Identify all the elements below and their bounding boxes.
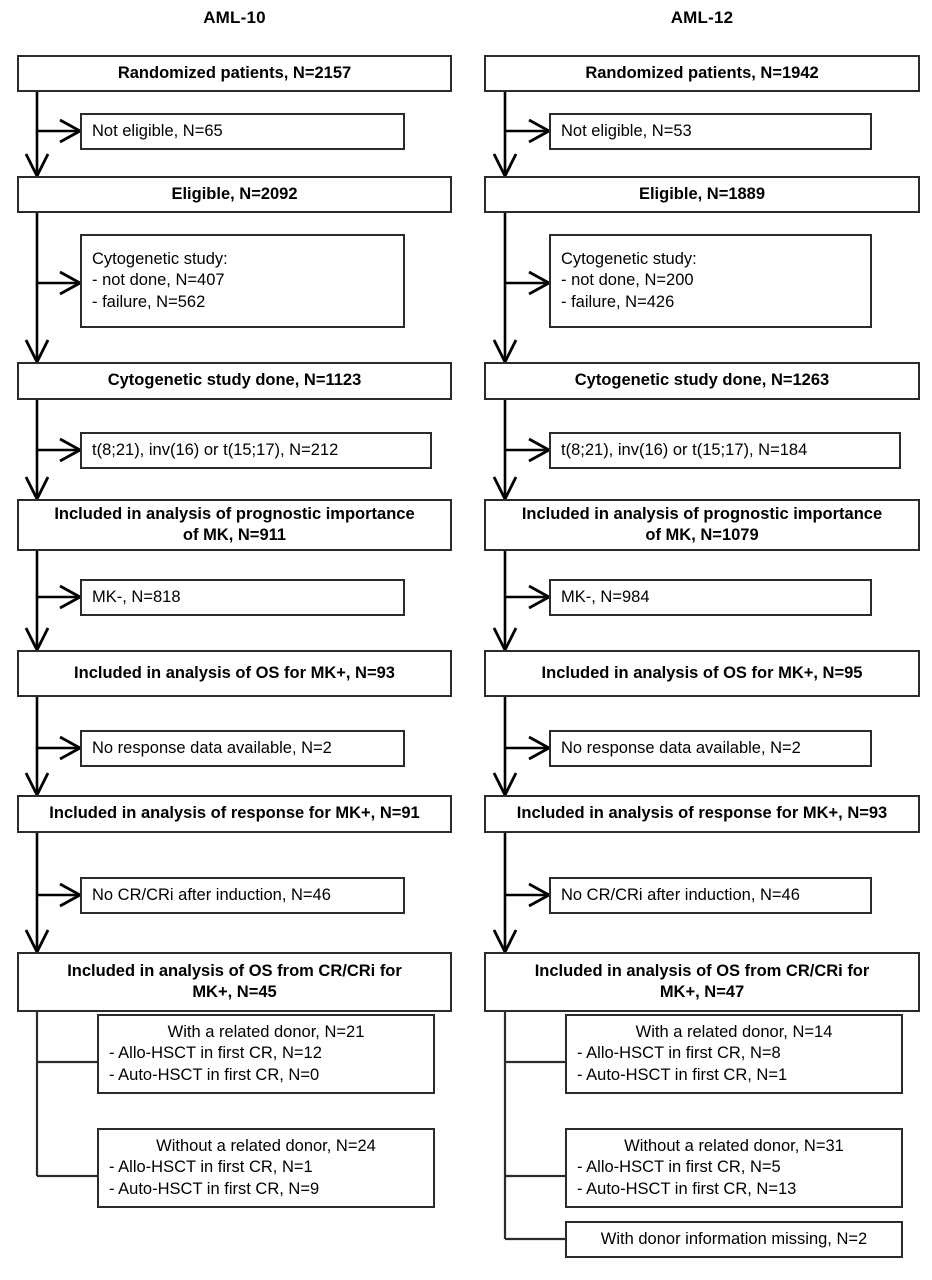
box-line: t(8;21), inv(16) or t(15;17), N=212 — [92, 440, 339, 459]
box-response-mk-plus-aml12: Included in analysis of response for MK+… — [484, 795, 920, 833]
box-no-response-data-aml10: No response data available, N=2 — [80, 730, 405, 767]
box-no-cr-cri-aml10: No CR/CRi after induction, N=46 — [80, 877, 405, 914]
box-with-related-donor-aml10: With a related donor, N=21 - Allo-HSCT i… — [97, 1014, 435, 1094]
box-randomized-aml10: Randomized patients, N=2157 — [17, 55, 452, 92]
box-line: Included in analysis of OS for MK+, N=95 — [541, 663, 863, 682]
box-line: Eligible, N=1889 — [638, 184, 766, 203]
column-title-aml12: AML-12 — [670, 8, 734, 27]
box-line: - not done, N=200 — [561, 271, 694, 290]
box-os-mk-plus-aml10: Included in analysis of OS for MK+, N=93 — [17, 650, 452, 697]
box-no-cr-cri-aml12: No CR/CRi after induction, N=46 — [549, 877, 872, 914]
box-line: - failure, N=562 — [92, 292, 206, 311]
box-line: MK-, N=984 — [561, 587, 650, 606]
box-line: Not eligible, N=53 — [561, 121, 692, 140]
box-line: Included in analysis of response for MK+… — [516, 804, 888, 823]
column-title-aml10: AML-10 — [203, 8, 266, 27]
box-line: Randomized patients, N=2157 — [117, 63, 352, 82]
box-line: Without a related donor, N=31 — [624, 1136, 844, 1155]
box-line: Included in analysis of OS for MK+, N=93 — [74, 663, 395, 682]
box-line: MK+, N=45 — [192, 983, 277, 1001]
box-cytogenetic-done-aml10: Cytogenetic study done, N=1123 — [17, 362, 452, 400]
box-os-from-cr-aml10: Included in analysis of OS from CR/CRi f… — [17, 952, 452, 1012]
box-line: Cytogenetic study: — [92, 249, 228, 268]
box-cytogenetic-excluded-aml12: Cytogenetic study: - not done, N=200 - f… — [549, 234, 872, 328]
box-line: Without a related donor, N=24 — [156, 1136, 376, 1155]
box-line: - Allo-HSCT in first CR, N=1 — [109, 1158, 313, 1177]
box-eligible-aml12: Eligible, N=1889 — [484, 176, 920, 213]
box-prognostic-mk-aml10: Included in analysis of prognostic impor… — [17, 499, 452, 551]
box-os-from-cr-aml12: Included in analysis of OS from CR/CRi f… — [484, 952, 920, 1012]
box-line: Included in analysis of prognostic impor… — [54, 504, 415, 523]
box-mk-negative-aml10: MK-, N=818 — [80, 579, 405, 616]
box-line: - Allo-HSCT in first CR, N=5 — [577, 1158, 781, 1177]
box-line: - Allo-HSCT in first CR, N=8 — [577, 1044, 781, 1063]
box-without-related-donor-aml10: Without a related donor, N=24 - Allo-HSC… — [97, 1128, 435, 1208]
box-no-response-data-aml12: No response data available, N=2 — [549, 730, 872, 767]
box-line: - Auto-HSCT in first CR, N=1 — [577, 1065, 788, 1084]
box-without-related-donor-aml12: Without a related donor, N=31 - Allo-HSC… — [565, 1128, 903, 1208]
box-not-eligible-aml10: Not eligible, N=65 — [80, 113, 405, 150]
box-line: Included in analysis of OS from CR/CRi f… — [534, 961, 870, 980]
box-cytogenetic-excluded-aml10: Cytogenetic study: - not done, N=407 - f… — [80, 234, 405, 328]
box-line: No CR/CRi after induction, N=46 — [561, 885, 800, 904]
box-line: - failure, N=426 — [561, 292, 675, 311]
box-line: With a related donor, N=14 — [635, 1022, 833, 1041]
box-cytogenetic-done-aml12: Cytogenetic study done, N=1263 — [484, 362, 920, 400]
box-donor-info-missing-aml12: With donor information missing, N=2 — [565, 1221, 903, 1258]
box-line: With a related donor, N=21 — [167, 1022, 365, 1041]
box-line: No response data available, N=2 — [92, 738, 332, 757]
box-line: Cytogenetic study done, N=1123 — [107, 371, 362, 390]
box-line: Cytogenetic study done, N=1263 — [574, 371, 830, 390]
box-line: of MK, N=1079 — [645, 526, 759, 544]
box-line: MK-, N=818 — [92, 587, 181, 606]
box-favorable-cytogenetics-aml12: t(8;21), inv(16) or t(15;17), N=184 — [549, 432, 901, 469]
box-line: MK+, N=47 — [659, 983, 745, 1001]
box-not-eligible-aml12: Not eligible, N=53 — [549, 113, 872, 150]
box-mk-negative-aml12: MK-, N=984 — [549, 579, 872, 616]
box-os-mk-plus-aml12: Included in analysis of OS for MK+, N=95 — [484, 650, 920, 697]
box-line: Eligible, N=2092 — [171, 184, 298, 203]
box-response-mk-plus-aml10: Included in analysis of response for MK+… — [17, 795, 452, 833]
box-line: - Allo-HSCT in first CR, N=12 — [109, 1044, 322, 1063]
box-line: Not eligible, N=65 — [92, 121, 223, 140]
box-with-related-donor-aml12: With a related donor, N=14 - Allo-HSCT i… — [565, 1014, 903, 1094]
box-line: No response data available, N=2 — [561, 738, 801, 757]
box-line: of MK, N=911 — [182, 526, 287, 544]
box-line: Cytogenetic study: — [561, 249, 697, 268]
box-line: Included in analysis of prognostic impor… — [521, 504, 883, 523]
box-line: No CR/CRi after induction, N=46 — [92, 885, 331, 904]
box-eligible-aml10: Eligible, N=2092 — [17, 176, 452, 213]
box-line: Included in analysis of response for MK+… — [49, 804, 420, 823]
box-line: - Auto-HSCT in first CR, N=0 — [109, 1065, 320, 1084]
box-line: With donor information missing, N=2 — [600, 1229, 868, 1248]
box-prognostic-mk-aml12: Included in analysis of prognostic impor… — [484, 499, 920, 551]
box-line: Randomized patients, N=1942 — [585, 63, 819, 82]
box-line: Included in analysis of OS from CR/CRi f… — [67, 961, 402, 980]
box-favorable-cytogenetics-aml10: t(8;21), inv(16) or t(15;17), N=212 — [80, 432, 432, 469]
box-randomized-aml12: Randomized patients, N=1942 — [484, 55, 920, 92]
box-line: - Auto-HSCT in first CR, N=9 — [109, 1179, 320, 1198]
box-line: t(8;21), inv(16) or t(15;17), N=184 — [561, 440, 808, 459]
box-line: - not done, N=407 — [92, 271, 225, 290]
box-line: - Auto-HSCT in first CR, N=13 — [577, 1179, 797, 1198]
